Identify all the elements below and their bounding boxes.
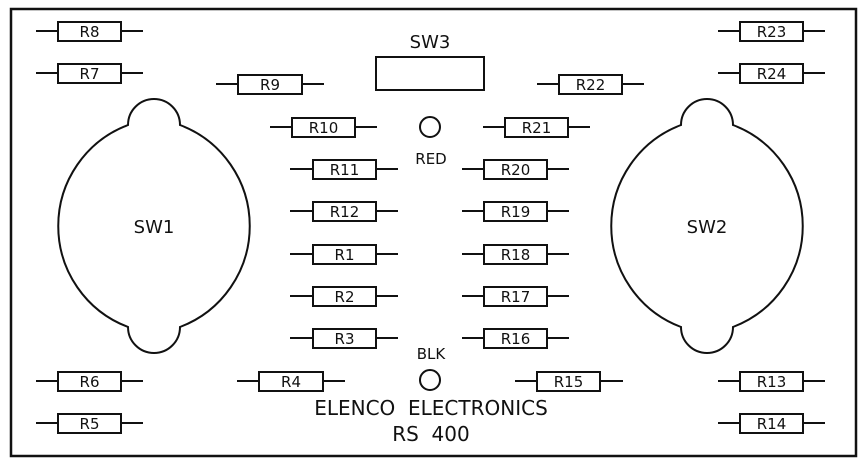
board-outline [9,7,858,458]
r12-label: R12 [330,203,360,221]
sw3-footprint: SW3 [375,32,485,91]
resistor-r3: R3 [290,328,398,349]
resistor-r4: R4 [237,371,345,392]
resistor-r17: R17 [462,286,569,307]
resistor-r10: R10 [270,117,377,138]
sw2-footprint: SW2 [610,98,804,354]
sw1-footprint: SW1 [57,98,251,354]
resistor-r18: R18 [462,244,569,265]
sw2-label: SW2 [687,217,728,238]
r10-label: R10 [309,119,339,137]
r23-label: R23 [757,23,787,41]
resistor-r7: R7 [36,63,143,84]
blk-terminal: BLK [417,345,447,391]
resistor-r21: R21 [483,117,590,138]
r8-label: R8 [80,23,100,41]
resistor-r19: R19 [462,201,569,222]
r14-label: R14 [757,415,787,433]
red-terminal: RED [415,116,447,168]
resistor-r9: R9 [216,74,324,95]
red-terminal-label: RED [415,150,446,168]
r24-label: R24 [757,65,787,83]
resistor-r16: R16 [462,328,569,349]
resistor-r23: R23 [718,21,825,42]
r18-label: R18 [501,246,531,264]
r2-label: R2 [335,288,355,306]
resistor-r15: R15 [515,371,623,392]
sw1-label: SW1 [134,217,175,238]
r1-label: R1 [335,246,355,264]
resistor-r2: R2 [290,286,398,307]
model-label: RS 400 [392,422,469,446]
r5-label: R5 [80,415,100,433]
resistor-r14: R14 [718,413,825,434]
resistor-r5: R5 [36,413,143,434]
r15-label: R15 [554,373,584,391]
sw3-label: SW3 [410,32,451,53]
resistor-r8: R8 [36,21,143,42]
r6-label: R6 [80,373,100,391]
r9-label: R9 [260,76,280,94]
resistor-r20: R20 [462,159,569,180]
r4-label: R4 [281,373,301,391]
r22-label: R22 [576,76,606,94]
r7-label: R7 [80,65,100,83]
r16-label: R16 [501,330,531,348]
r21-label: R21 [522,119,552,137]
resistor-r1: R1 [290,244,398,265]
resistor-r24: R24 [718,63,825,84]
r19-label: R19 [501,203,531,221]
r17-label: R17 [501,288,531,306]
resistor-r13: R13 [718,371,825,392]
r13-label: R13 [757,373,787,391]
resistor-r11: R11 [290,159,398,180]
r20-label: R20 [501,161,531,179]
resistor-r12: R12 [290,201,398,222]
manufacturer-label: ELENCO ELECTRONICS [314,396,548,420]
resistor-r22: R22 [537,74,644,95]
blk-terminal-label: BLK [417,345,447,363]
resistor-r6: R6 [36,371,143,392]
r11-label: R11 [330,161,360,179]
r3-label: R3 [335,330,355,348]
